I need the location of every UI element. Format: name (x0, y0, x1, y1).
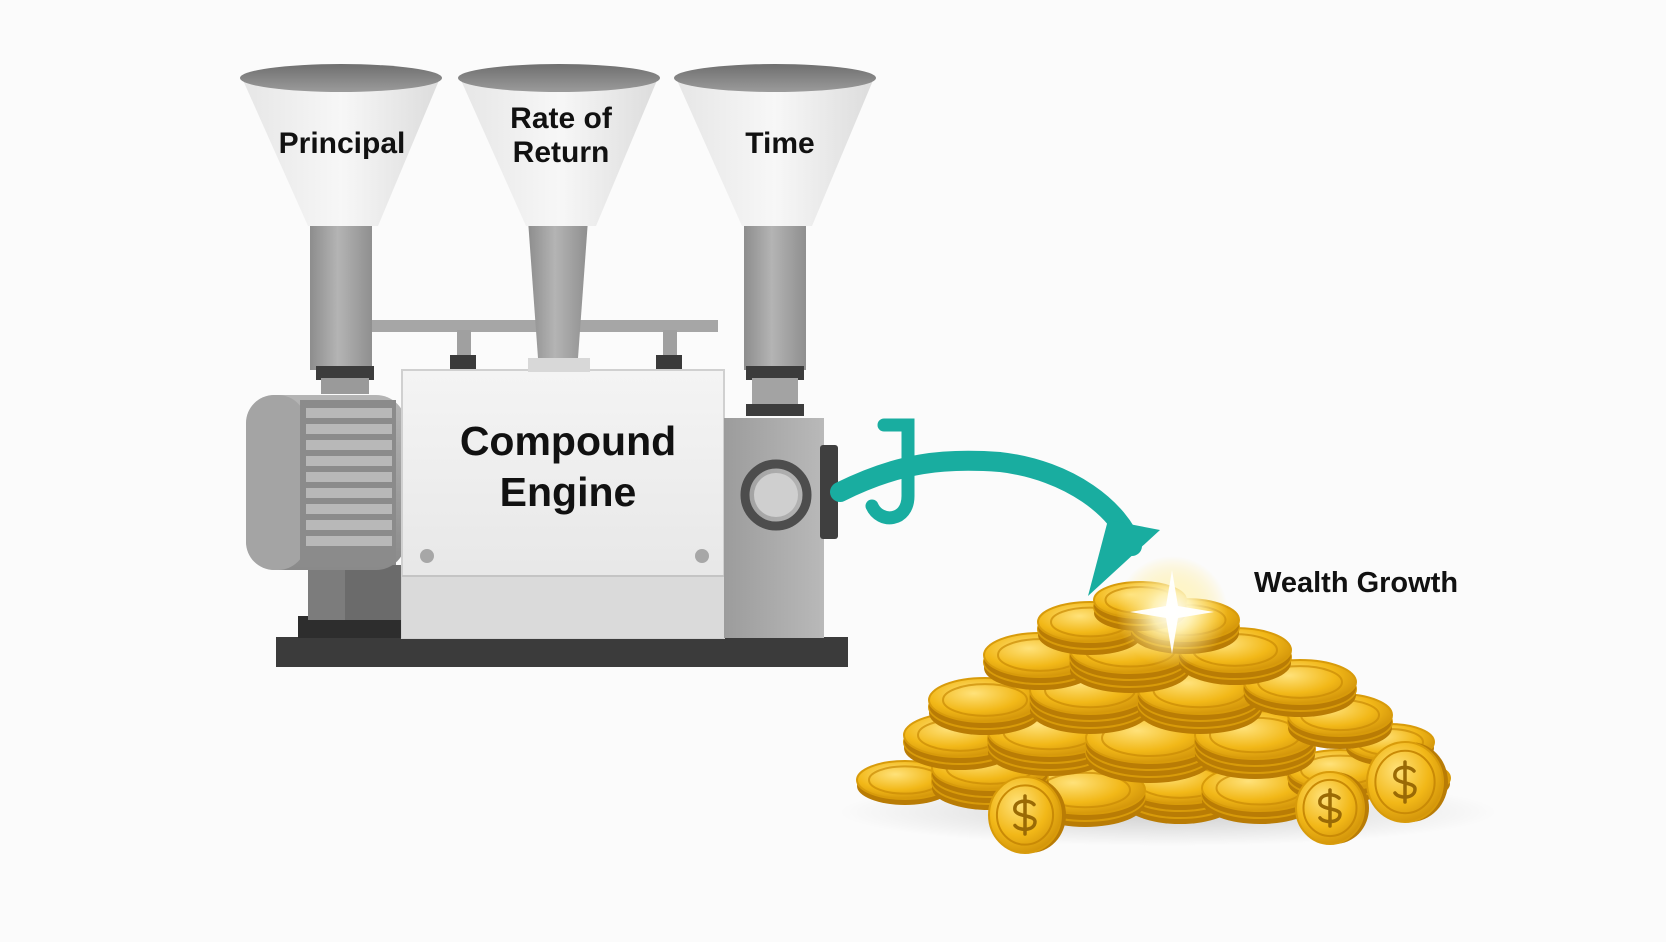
input-label-time: Time (745, 127, 815, 160)
funnel-rim (240, 64, 442, 92)
pipe-hook-icon (865, 418, 915, 525)
motor-icon (246, 395, 406, 570)
arrow-head-icon (1088, 520, 1160, 596)
dollar-sign-icon (1393, 760, 1417, 804)
output-label-wealth-growth: Wealth Growth (1254, 567, 1459, 599)
motor-foot (298, 616, 410, 638)
sparkle-star-icon (1130, 570, 1214, 654)
funnel-rim (458, 64, 660, 92)
funnel-collar (316, 366, 374, 380)
funnel-time (674, 64, 876, 416)
panel-bolt (695, 549, 709, 563)
input-label-rate-of-return: Rate of Return (510, 102, 612, 169)
input-label-principal: Principal (278, 127, 406, 160)
engine-label: Compound Engine (459, 418, 677, 516)
manifold-pipe (346, 320, 718, 332)
output-arrow (830, 418, 1160, 596)
dollar-sign-icon (1013, 794, 1037, 836)
panel-bolt (420, 549, 434, 563)
funnel-principal (240, 64, 442, 394)
side-handle (820, 445, 838, 539)
coin-rim (995, 784, 1055, 846)
gauge-icon (740, 459, 812, 531)
engine-base-plate (276, 637, 848, 667)
coin-pile-icon (856, 581, 1451, 854)
funnel-rim (674, 64, 876, 92)
funnel-collar (746, 366, 804, 380)
funnel-rate-of-return (458, 64, 660, 358)
coin-rim (942, 683, 1028, 717)
coin-rim (1302, 778, 1358, 838)
compound-engine-machine (246, 320, 848, 667)
dollar-sign-icon (1318, 788, 1342, 828)
coin-rim (1374, 749, 1436, 815)
